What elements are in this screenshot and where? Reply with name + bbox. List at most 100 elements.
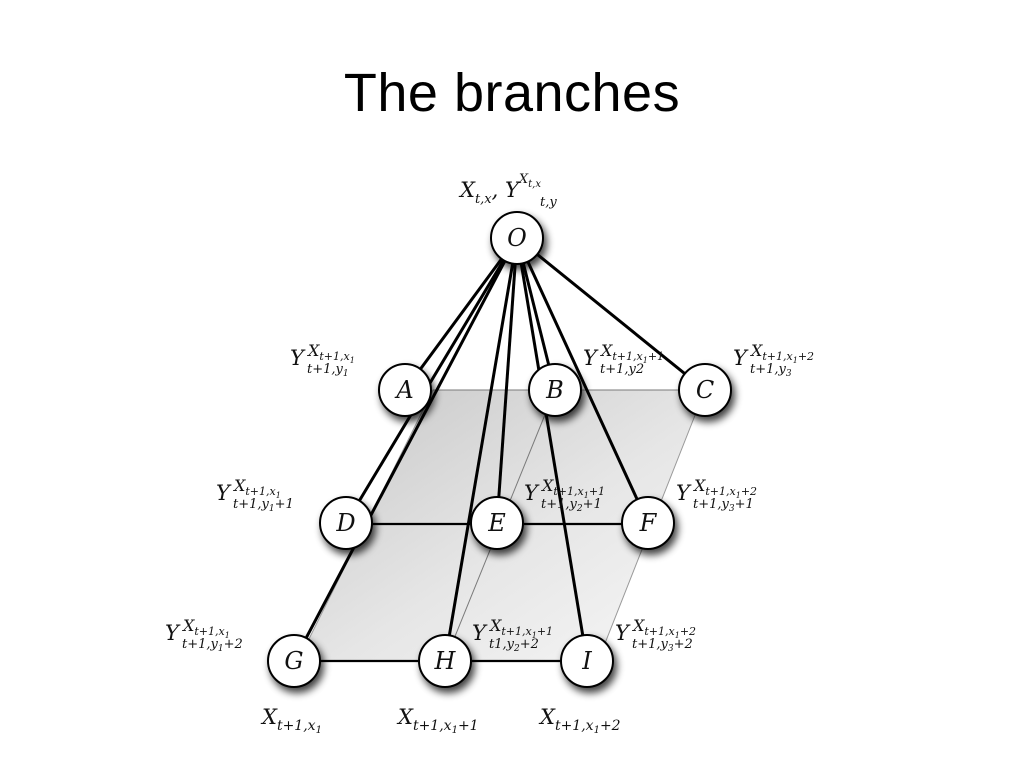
label-A-supsub: t+1,x (319, 350, 350, 363)
label-C-sup: Xt+1,x1+2 (749, 341, 814, 365)
label-D-supsubsub: 1 (276, 491, 281, 500)
label-I-subsub: 3 (668, 644, 674, 654)
label-H-supsub: t+1,x (501, 625, 532, 638)
node-letter-D: D (335, 509, 355, 537)
bottom-label-0-subsub: 1 (316, 725, 322, 736)
label-E-sup: Xt+1,x1+1 (540, 476, 605, 500)
node-A: A (378, 363, 432, 417)
label-E-sup-main: X (540, 476, 554, 495)
label-F-sub: t+1,y (693, 497, 730, 512)
edge-O-C (516, 236, 706, 392)
label-D-subscript: t+1,y1+1 (233, 497, 294, 514)
node-letter-I: I (581, 647, 592, 675)
label-E-suptail: +1 (589, 485, 605, 498)
node-circle-H (418, 634, 472, 688)
node-circle-B (528, 363, 582, 417)
label-H-sup: Xt+1,x1+1 (488, 616, 553, 640)
node-E: E (470, 496, 524, 550)
label-O-sup2: X (518, 172, 529, 187)
label-H-subtail: +2 (520, 637, 539, 652)
label-F-subsub: 3 (729, 504, 735, 514)
label-H-main: Y (472, 621, 488, 645)
node-G: G (267, 634, 321, 688)
node-circle-E (470, 496, 524, 550)
bottom-label-1-subsub: 1 (452, 725, 458, 736)
label-O-sep: , (492, 178, 505, 202)
label-E-sub: t+1,y (541, 497, 578, 512)
node-circle-I (560, 634, 614, 688)
label-A-sup: Xt+1,x1 (306, 341, 355, 365)
node-H: H (418, 634, 472, 688)
node-I: I (560, 634, 614, 688)
label-G-sup-main: X (181, 616, 195, 635)
label-D-main: Y (216, 481, 232, 505)
node-O: O (490, 211, 544, 265)
label-D-sub: t+1,y (233, 497, 270, 512)
label-H-sup-main: X (488, 616, 502, 635)
bottom-label-2-tail: +2 (600, 718, 621, 734)
bottom-label-2-main: X (538, 705, 556, 729)
label-G-sub: t+1,y (182, 637, 219, 652)
node-circle-G (267, 634, 321, 688)
label-F-supsub: t+1,x (705, 485, 736, 498)
node-letter-H: H (434, 647, 457, 675)
label-D-sup: Xt+1,x1 (232, 476, 281, 500)
label-F-supsubsub: 1 (736, 491, 741, 500)
node-letter-A: A (394, 376, 413, 404)
label-H-subscript: t1,y2+2 (489, 637, 539, 654)
label-F-main: Y (676, 481, 692, 505)
label-C-supsubsub: 1 (793, 356, 798, 365)
label-A-sub: t+1,y (307, 362, 344, 377)
label-F-sup: Xt+1,x1+2 (692, 476, 757, 500)
label-A-supsubsub: 1 (350, 356, 355, 365)
label-O-sub: t,x (475, 192, 492, 207)
bottom-label-0-sub: t+1,x (277, 718, 316, 734)
node-B: B (528, 363, 582, 417)
node-letter-B: B (545, 376, 564, 404)
bottom-label-2: Xt+1,x1+2 (538, 705, 621, 736)
label-E-subscript: t+1,y2+1 (541, 497, 602, 514)
node-F: F (621, 496, 675, 550)
label-F-sup-main: X (692, 476, 706, 495)
label-O: Xt,x, YXt,x (458, 172, 541, 207)
label-G-subscript: t+1,y1+2 (182, 637, 243, 654)
label-I-main: Y (615, 621, 631, 645)
label-O-main: X (458, 178, 476, 202)
label-G-supsubsub: 1 (225, 631, 230, 640)
label-I-sub: t+1,y (632, 637, 669, 652)
label-F-suptail: +2 (741, 485, 757, 498)
label-I-supsubsub: 1 (675, 631, 680, 640)
label-I-subscript: t+1,y3+2 (632, 637, 693, 654)
bottom-label-1: Xt+1,x1+1 (396, 705, 479, 736)
label-E-subtail: +1 (583, 497, 602, 512)
label-A-sup-main: X (306, 341, 320, 360)
node-C: C (678, 363, 732, 417)
label-I-subtail: +2 (674, 637, 693, 652)
label-H-subsub: 2 (513, 644, 520, 654)
node-circle-D (319, 496, 373, 550)
bottom-label-2-sub: t+1,x (555, 718, 594, 734)
node-letter-C: C (696, 376, 714, 404)
edge-O-E (495, 237, 519, 524)
label-H-sub: t (489, 637, 495, 652)
node-circle-A (378, 363, 432, 417)
label-D-sup-main: X (232, 476, 246, 495)
label-F-subtail: +1 (735, 497, 754, 512)
edge-O-H (443, 237, 519, 662)
label-D-supsub: t+1,x (245, 485, 276, 498)
label-I-sup: Xt+1,x1+2 (631, 616, 696, 640)
label-C-suptail: +2 (798, 350, 814, 363)
label-B-supsubsub: 1 (643, 356, 648, 365)
label-I-sup-main: X (631, 616, 645, 635)
label-B-main: Y (583, 346, 599, 370)
label-C-subscript: t+1,y3 (750, 362, 792, 379)
edge-O-A (403, 237, 519, 391)
label-C-sup-main: X (749, 341, 763, 360)
